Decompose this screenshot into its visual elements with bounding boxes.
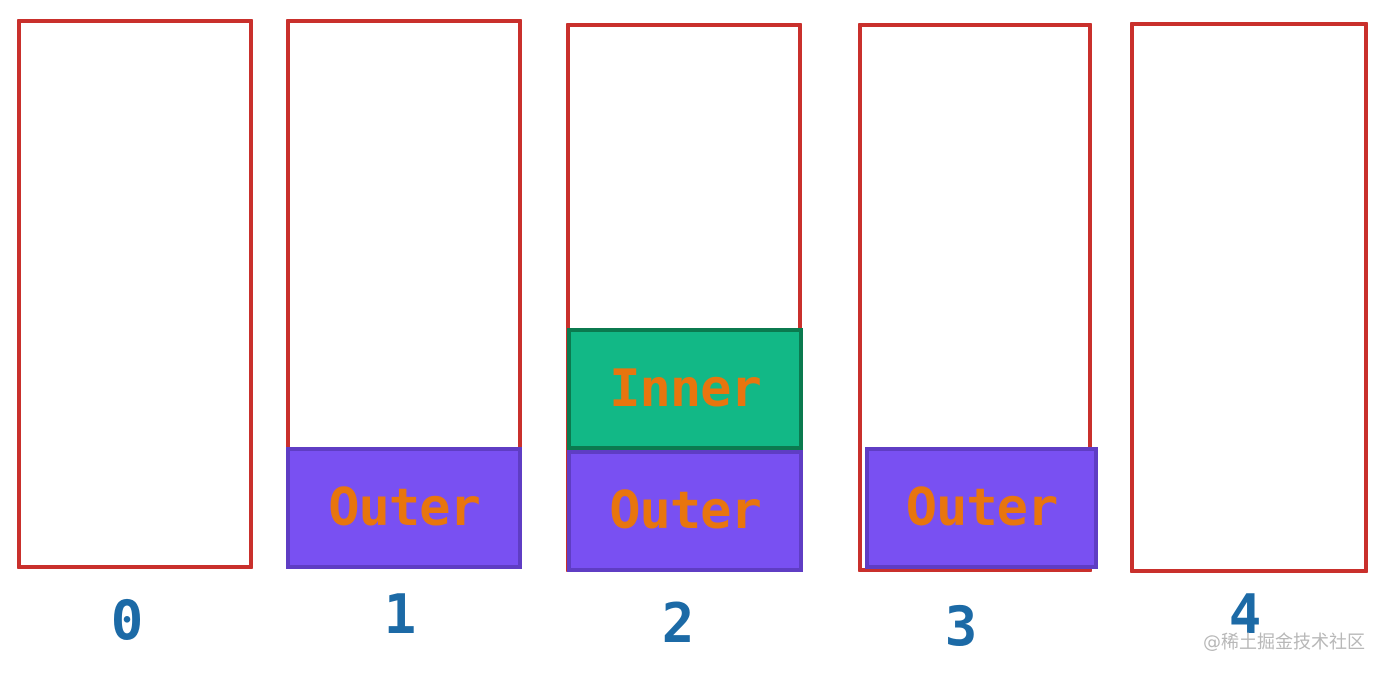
outer-frame-label: Outer <box>905 478 1059 538</box>
inner-frame-label: Inner <box>609 359 762 419</box>
inner-frame-column-2: Inner <box>567 328 803 450</box>
stack-column-4 <box>1130 22 1368 573</box>
outer-frame-column-1: Outer <box>286 447 522 569</box>
stack-column-0 <box>17 19 253 569</box>
column-index-label-3: 3 <box>944 595 978 658</box>
column-index-label-0: 0 <box>110 589 144 652</box>
outer-frame-label: Outer <box>609 481 762 541</box>
outer-frame-column-2: Outer <box>567 450 803 572</box>
watermark-text: @稀土掘金技术社区 <box>1203 632 1365 653</box>
outer-frame-column-3: Outer <box>865 447 1098 569</box>
outer-frame-label: Outer <box>328 478 481 538</box>
column-index-label-2: 2 <box>661 592 695 655</box>
column-index-label-4: 4 <box>1228 583 1262 646</box>
column-index-label-1: 1 <box>383 583 417 646</box>
